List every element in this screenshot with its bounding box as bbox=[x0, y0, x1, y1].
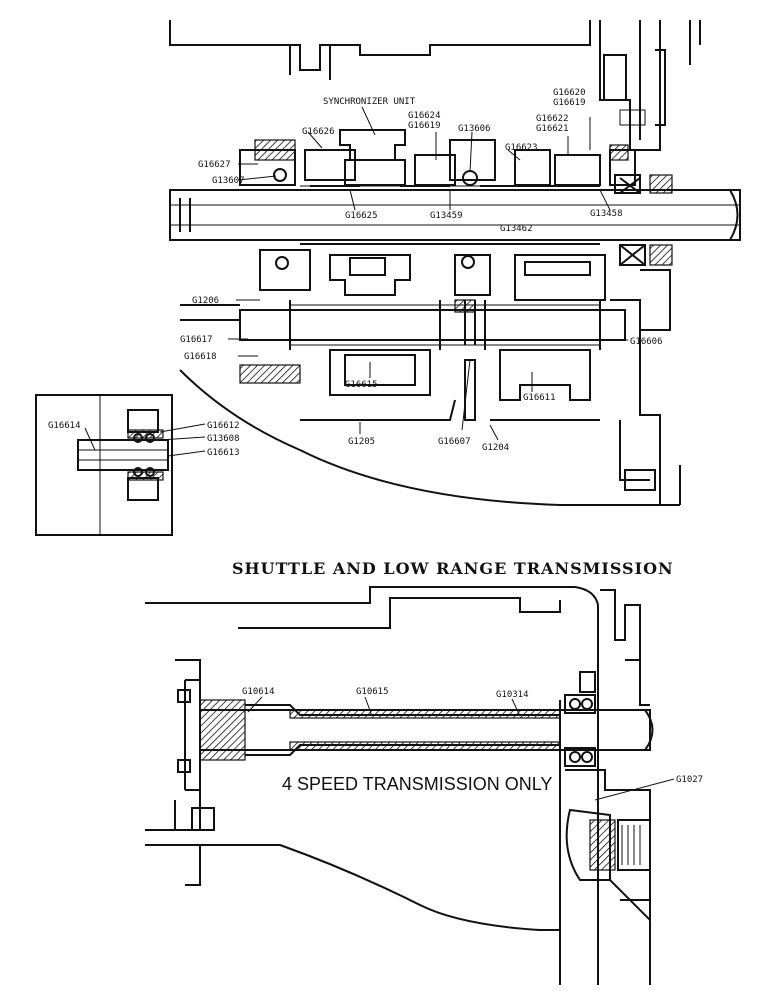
callout-g16627: G16627 bbox=[198, 160, 231, 170]
callout-g16613: G16613 bbox=[207, 448, 240, 458]
callout-g13459: G13459 bbox=[430, 211, 463, 221]
callout-g16621: G16621 bbox=[536, 124, 569, 134]
callout-g13462: G13462 bbox=[500, 224, 533, 234]
callout-g16618: G16618 bbox=[184, 352, 217, 362]
callout-g16626: G16626 bbox=[302, 127, 335, 137]
callout-g16622: G16622 bbox=[536, 114, 569, 124]
main-shaft bbox=[169, 189, 741, 241]
callout-g16625: G16625 bbox=[345, 211, 378, 221]
countershaft bbox=[239, 309, 626, 341]
callout-g1027: G1027 bbox=[676, 775, 703, 785]
callout-g10615: G10615 bbox=[356, 687, 389, 697]
callout-g16624: G16624 bbox=[408, 111, 441, 121]
callout-g13607: G13607 bbox=[212, 176, 245, 186]
callout-g16615: G16615 bbox=[345, 380, 378, 390]
callout-g16614: G16614 bbox=[48, 421, 81, 431]
callout-g16619-b: G16619 bbox=[553, 98, 586, 108]
callout-g13608: G13608 bbox=[207, 434, 240, 444]
callout-g16619: G16619 bbox=[408, 121, 441, 131]
transmission-note: 4 SPEED TRANSMISSION ONLY bbox=[282, 774, 552, 794]
section-title: SHUTTLE AND LOW RANGE TRANSMISSION bbox=[232, 559, 674, 578]
lower-transmission-drawing: G10614 G10615 G10314 G1027 4 SPEED TRANS… bbox=[145, 586, 703, 985]
bearing-inset bbox=[35, 394, 173, 536]
callout-g16606: G16606 bbox=[630, 337, 663, 347]
callout-g13606: G13606 bbox=[458, 124, 491, 134]
callout-g10314: G10314 bbox=[496, 690, 529, 700]
callout-g16611: G16611 bbox=[523, 393, 556, 403]
upper-transmission-drawing: SYNCHRONIZER UNIT G16624 G16619 G16620 G… bbox=[35, 20, 741, 536]
callout-g16623: G16623 bbox=[505, 143, 538, 153]
callout-g10614: G10614 bbox=[242, 687, 275, 697]
callout-g16612: G16612 bbox=[207, 421, 240, 431]
callout-g16620: G16620 bbox=[553, 88, 586, 98]
callout-synchronizer-unit: SYNCHRONIZER UNIT bbox=[323, 97, 416, 107]
callout-g1205: G1205 bbox=[348, 437, 375, 447]
callout-g1206: G1206 bbox=[192, 296, 219, 306]
callout-g13458: G13458 bbox=[590, 209, 623, 219]
callout-g16617: G16617 bbox=[180, 335, 213, 345]
callout-g16607: G16607 bbox=[438, 437, 471, 447]
callout-g1204: G1204 bbox=[482, 443, 509, 453]
